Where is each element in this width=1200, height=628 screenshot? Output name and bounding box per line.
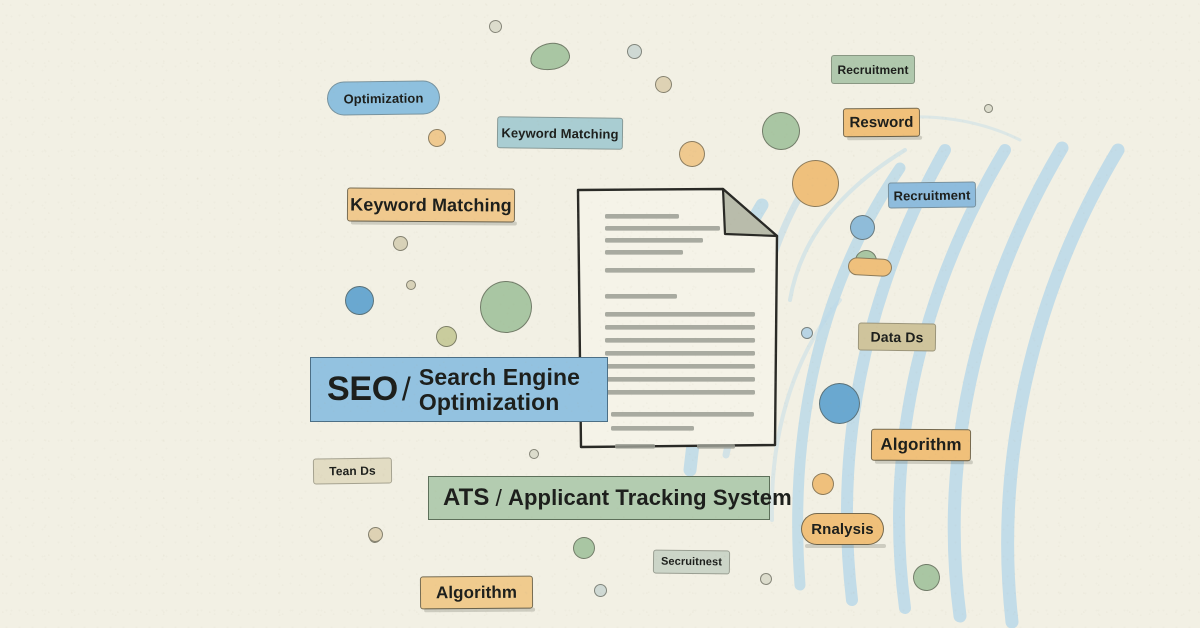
document-text-line (605, 312, 755, 317)
keyword-tag-label: Tean Ds (329, 463, 376, 479)
keyword-tag-label: Recruitment (893, 187, 971, 203)
document-text-line (605, 250, 683, 255)
seo-separator: / (401, 370, 411, 407)
keyword-tag[interactable]: Data Ds (857, 322, 937, 352)
keyword-tag[interactable]: Rnalysis (801, 513, 886, 548)
keyword-tag-label: Optimization (343, 90, 424, 106)
document-text-line (605, 226, 720, 231)
document-text-line (611, 426, 694, 431)
ats-hero-label[interactable]: ATS / Applicant Tracking System (428, 476, 792, 523)
document-text-line (605, 268, 755, 273)
ats-separator: / (495, 484, 503, 511)
document-text-line (605, 351, 755, 356)
document-text-line (605, 238, 703, 243)
keyword-tag[interactable]: Recruitment (887, 181, 977, 209)
keyword-tag-label: Secruitnest (660, 555, 723, 569)
keyword-tag-label: Algorithm (880, 434, 962, 455)
decorative-blob (406, 280, 416, 290)
document-text-line (605, 364, 755, 369)
keyword-tag[interactable]: Resword (842, 107, 921, 138)
keyword-tag-label: Resword (849, 113, 914, 132)
decorative-blob (594, 584, 607, 597)
document-text-line (615, 444, 655, 449)
keyword-tag[interactable]: Algorithm (419, 575, 534, 610)
keyword-tag-label: Rnalysis (811, 520, 874, 538)
seo-abbreviation: SEO (327, 370, 398, 409)
seo-expansion-line1: Search Engine (418, 363, 580, 390)
keyword-tag[interactable]: Algorithm (870, 428, 972, 462)
seo-expansion: Search Engine Optimization (418, 363, 580, 415)
seo-expansion-line2: Optimization (418, 388, 560, 415)
document-fold-corner (721, 187, 779, 238)
keyword-tag-label: Keyword Matching (501, 124, 619, 142)
seo-hero-label[interactable]: SEO / Search Engine Optimization (310, 357, 610, 425)
keyword-tag-label: Keyword Matching (350, 194, 512, 215)
document-text-line (605, 214, 679, 219)
keyword-tag-label: Recruitment (837, 62, 909, 77)
keyword-tag[interactable]: Optimization (326, 80, 441, 116)
ats-abbreviation: ATS (443, 484, 490, 512)
document-text-line (605, 390, 755, 395)
keyword-tag[interactable]: Tean Ds (312, 457, 393, 485)
document-text-lines (605, 214, 755, 461)
keyword-tag[interactable]: Keyword Matching (496, 116, 624, 150)
keyword-tag[interactable]: Secruitnest (652, 549, 731, 575)
keyword-tag[interactable]: Keyword Matching (346, 187, 516, 223)
document-text-line (611, 412, 754, 417)
keyword-tag[interactable]: Recruitment (831, 55, 915, 84)
ats-expansion: Applicant Tracking System (508, 485, 792, 511)
document-text-line (605, 338, 755, 343)
document-text-line (697, 444, 735, 449)
keyword-tag-label: Algorithm (435, 582, 518, 602)
document-text-line (605, 377, 755, 382)
document-text-line (605, 325, 755, 330)
document-text-line (605, 294, 677, 299)
keyword-tag-label: Data Ds (870, 328, 924, 346)
decorative-blob (847, 256, 893, 278)
